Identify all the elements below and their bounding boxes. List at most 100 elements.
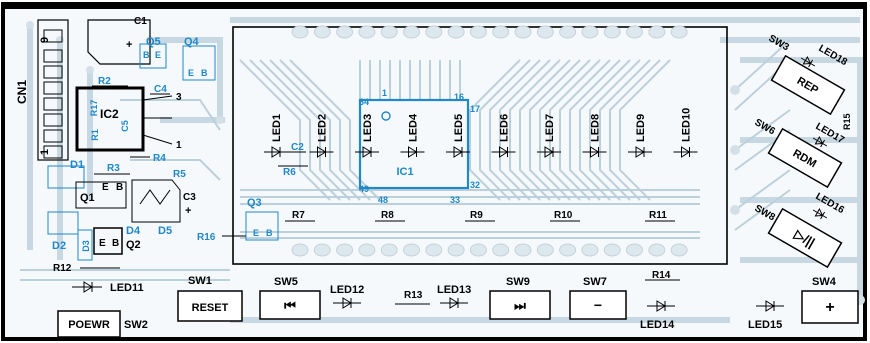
- r8-label: R8: [381, 210, 394, 221]
- pin-pad: [469, 25, 487, 39]
- previous-button[interactable]: [259, 290, 321, 320]
- pin-pad: [514, 243, 532, 257]
- q2-transistor: [93, 227, 123, 255]
- led-label: LED6: [499, 114, 511, 142]
- sw1-label: SW1: [188, 275, 212, 287]
- pin-pad: [603, 25, 621, 39]
- ic1-pin32-label: 32: [470, 180, 480, 190]
- power-button[interactable]: [57, 310, 121, 338]
- pin-pad: [559, 25, 577, 39]
- q1-b-label: B: [116, 182, 123, 193]
- led-symbol: [537, 146, 561, 158]
- pin-pad: [291, 25, 309, 39]
- ic1-pin48-label: 48: [378, 195, 388, 205]
- reset-button[interactable]: [177, 290, 243, 322]
- pin-pad: [469, 243, 487, 257]
- r10-label: R10: [554, 210, 573, 221]
- volume-down-button[interactable]: [569, 290, 627, 320]
- q1-transistor: [75, 181, 127, 209]
- led12-symbol: [333, 297, 361, 309]
- q5-label: Q5: [146, 36, 161, 48]
- d5-label: D5: [158, 225, 172, 237]
- d3-diode: [77, 229, 93, 261]
- next-button[interactable]: [489, 290, 551, 320]
- q2-label: Q2: [126, 239, 141, 251]
- sw9-label: SW9: [506, 276, 530, 288]
- led-label: LED7: [544, 114, 556, 142]
- pin-pad: [581, 25, 599, 39]
- ic1-pin33-label: 33: [450, 195, 460, 205]
- sw7-label: SW7: [583, 276, 607, 288]
- reset-button-label: RESET: [192, 302, 229, 314]
- ic1-pin17-label: 17: [470, 104, 480, 114]
- c3-label: C3: [183, 192, 196, 203]
- led-symbol: [673, 146, 698, 158]
- q3-label: Q3: [247, 197, 262, 209]
- volume-up-button[interactable]: [801, 290, 859, 324]
- led-label: LED3: [362, 114, 374, 142]
- r11-label: R11: [649, 210, 667, 221]
- pin-pad: [403, 243, 420, 257]
- pin-pad: [536, 25, 554, 39]
- pin-pad: [492, 25, 510, 39]
- d2-label: D2: [52, 240, 66, 252]
- pin-pad: [291, 243, 309, 257]
- c2-label: C2: [291, 142, 304, 153]
- pin-pad: [559, 243, 577, 257]
- pin-pad: [648, 25, 666, 39]
- q4-e-label: E: [188, 68, 194, 78]
- pin-pad: [492, 243, 510, 257]
- d3-label: D3: [81, 240, 91, 252]
- ic2-label: IC2: [100, 107, 119, 121]
- ic2-pin1-label: 1: [176, 140, 182, 151]
- r14-label: R14: [652, 270, 671, 281]
- pin-pad: [626, 25, 643, 39]
- led11-label: LED11: [110, 282, 144, 294]
- previous-track-icon: ⏮: [284, 298, 296, 313]
- pin-pad: [670, 243, 688, 257]
- led-symbol: [400, 146, 425, 158]
- sw4-label: SW4: [812, 276, 837, 288]
- led-label: LED4: [408, 113, 420, 142]
- power-button-label: POEWR: [68, 319, 110, 331]
- r13-label: R13: [404, 290, 423, 301]
- rep-button[interactable]: REP: [770, 54, 846, 116]
- ic1-label: IC1: [396, 166, 413, 178]
- pin-pad: [670, 25, 688, 39]
- pin-pad: [336, 25, 354, 39]
- led-symbol: [355, 146, 379, 158]
- q3-b-label: B: [266, 228, 273, 238]
- r12-label: R12: [53, 263, 72, 274]
- pin-pad: [380, 243, 398, 257]
- pin-pad: [648, 243, 666, 257]
- pin-pad: [536, 243, 554, 257]
- rdm-button[interactable]: RDM: [767, 127, 843, 189]
- plus-icon: +: [825, 299, 834, 316]
- q5-transistor: [139, 43, 167, 69]
- r16-label: R16: [197, 232, 216, 243]
- led-label: LED10: [681, 108, 693, 142]
- d1-label: D1: [70, 159, 84, 171]
- r9-label: R9: [470, 210, 483, 221]
- cn1-pin9-label: 9: [39, 37, 51, 43]
- ic1-pin1-marker: [381, 111, 391, 121]
- pin-pad: [514, 25, 532, 39]
- pin-pad: [380, 25, 398, 39]
- r3-label: R3: [107, 163, 120, 174]
- q4-b-label: B: [201, 68, 208, 78]
- led15-symbol: [756, 300, 784, 312]
- ic2-leads: [142, 95, 173, 145]
- ic1-pin1-label: 1: [382, 88, 387, 98]
- pin-pad: [403, 25, 420, 39]
- led18-symbol: [800, 55, 816, 68]
- q3-e-label: E: [253, 228, 259, 238]
- led-label: LED5: [453, 114, 465, 142]
- led-label: LED2: [317, 114, 329, 142]
- pin-pad: [425, 243, 443, 257]
- led-symbol: [446, 146, 470, 158]
- led-label: LED1: [271, 114, 283, 142]
- play-pause-button[interactable]: ▷/||: [767, 207, 843, 269]
